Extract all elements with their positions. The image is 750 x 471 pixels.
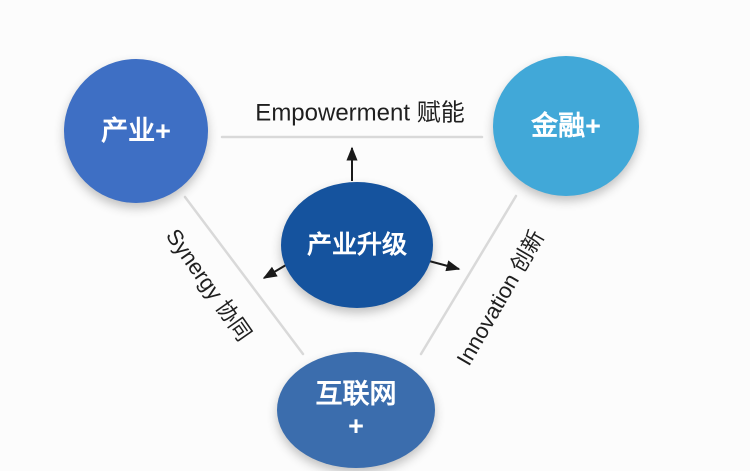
arrow-down-left-icon (262, 264, 287, 279)
node-finance-label: 金融+ (531, 110, 601, 141)
node-internet-plus: 互联网 + (277, 352, 435, 468)
node-internet-label-line2: + (348, 411, 364, 441)
triangle-edge-left (183, 195, 305, 356)
triangle-edge-right (419, 194, 518, 356)
node-industry-plus: 产业+ (64, 59, 208, 203)
arrow-down-right-icon (428, 260, 461, 272)
edge-label-empowerment: Empowerment 赋能 (255, 99, 465, 127)
node-industry-label: 产业+ (101, 115, 171, 146)
node-industry-upgrade: 产业升级 (281, 182, 433, 308)
node-upgrade-label: 产业升级 (306, 231, 407, 259)
node-finance-plus: 金融+ (493, 56, 639, 196)
node-internet-label-line1: 互联网 (315, 378, 397, 409)
